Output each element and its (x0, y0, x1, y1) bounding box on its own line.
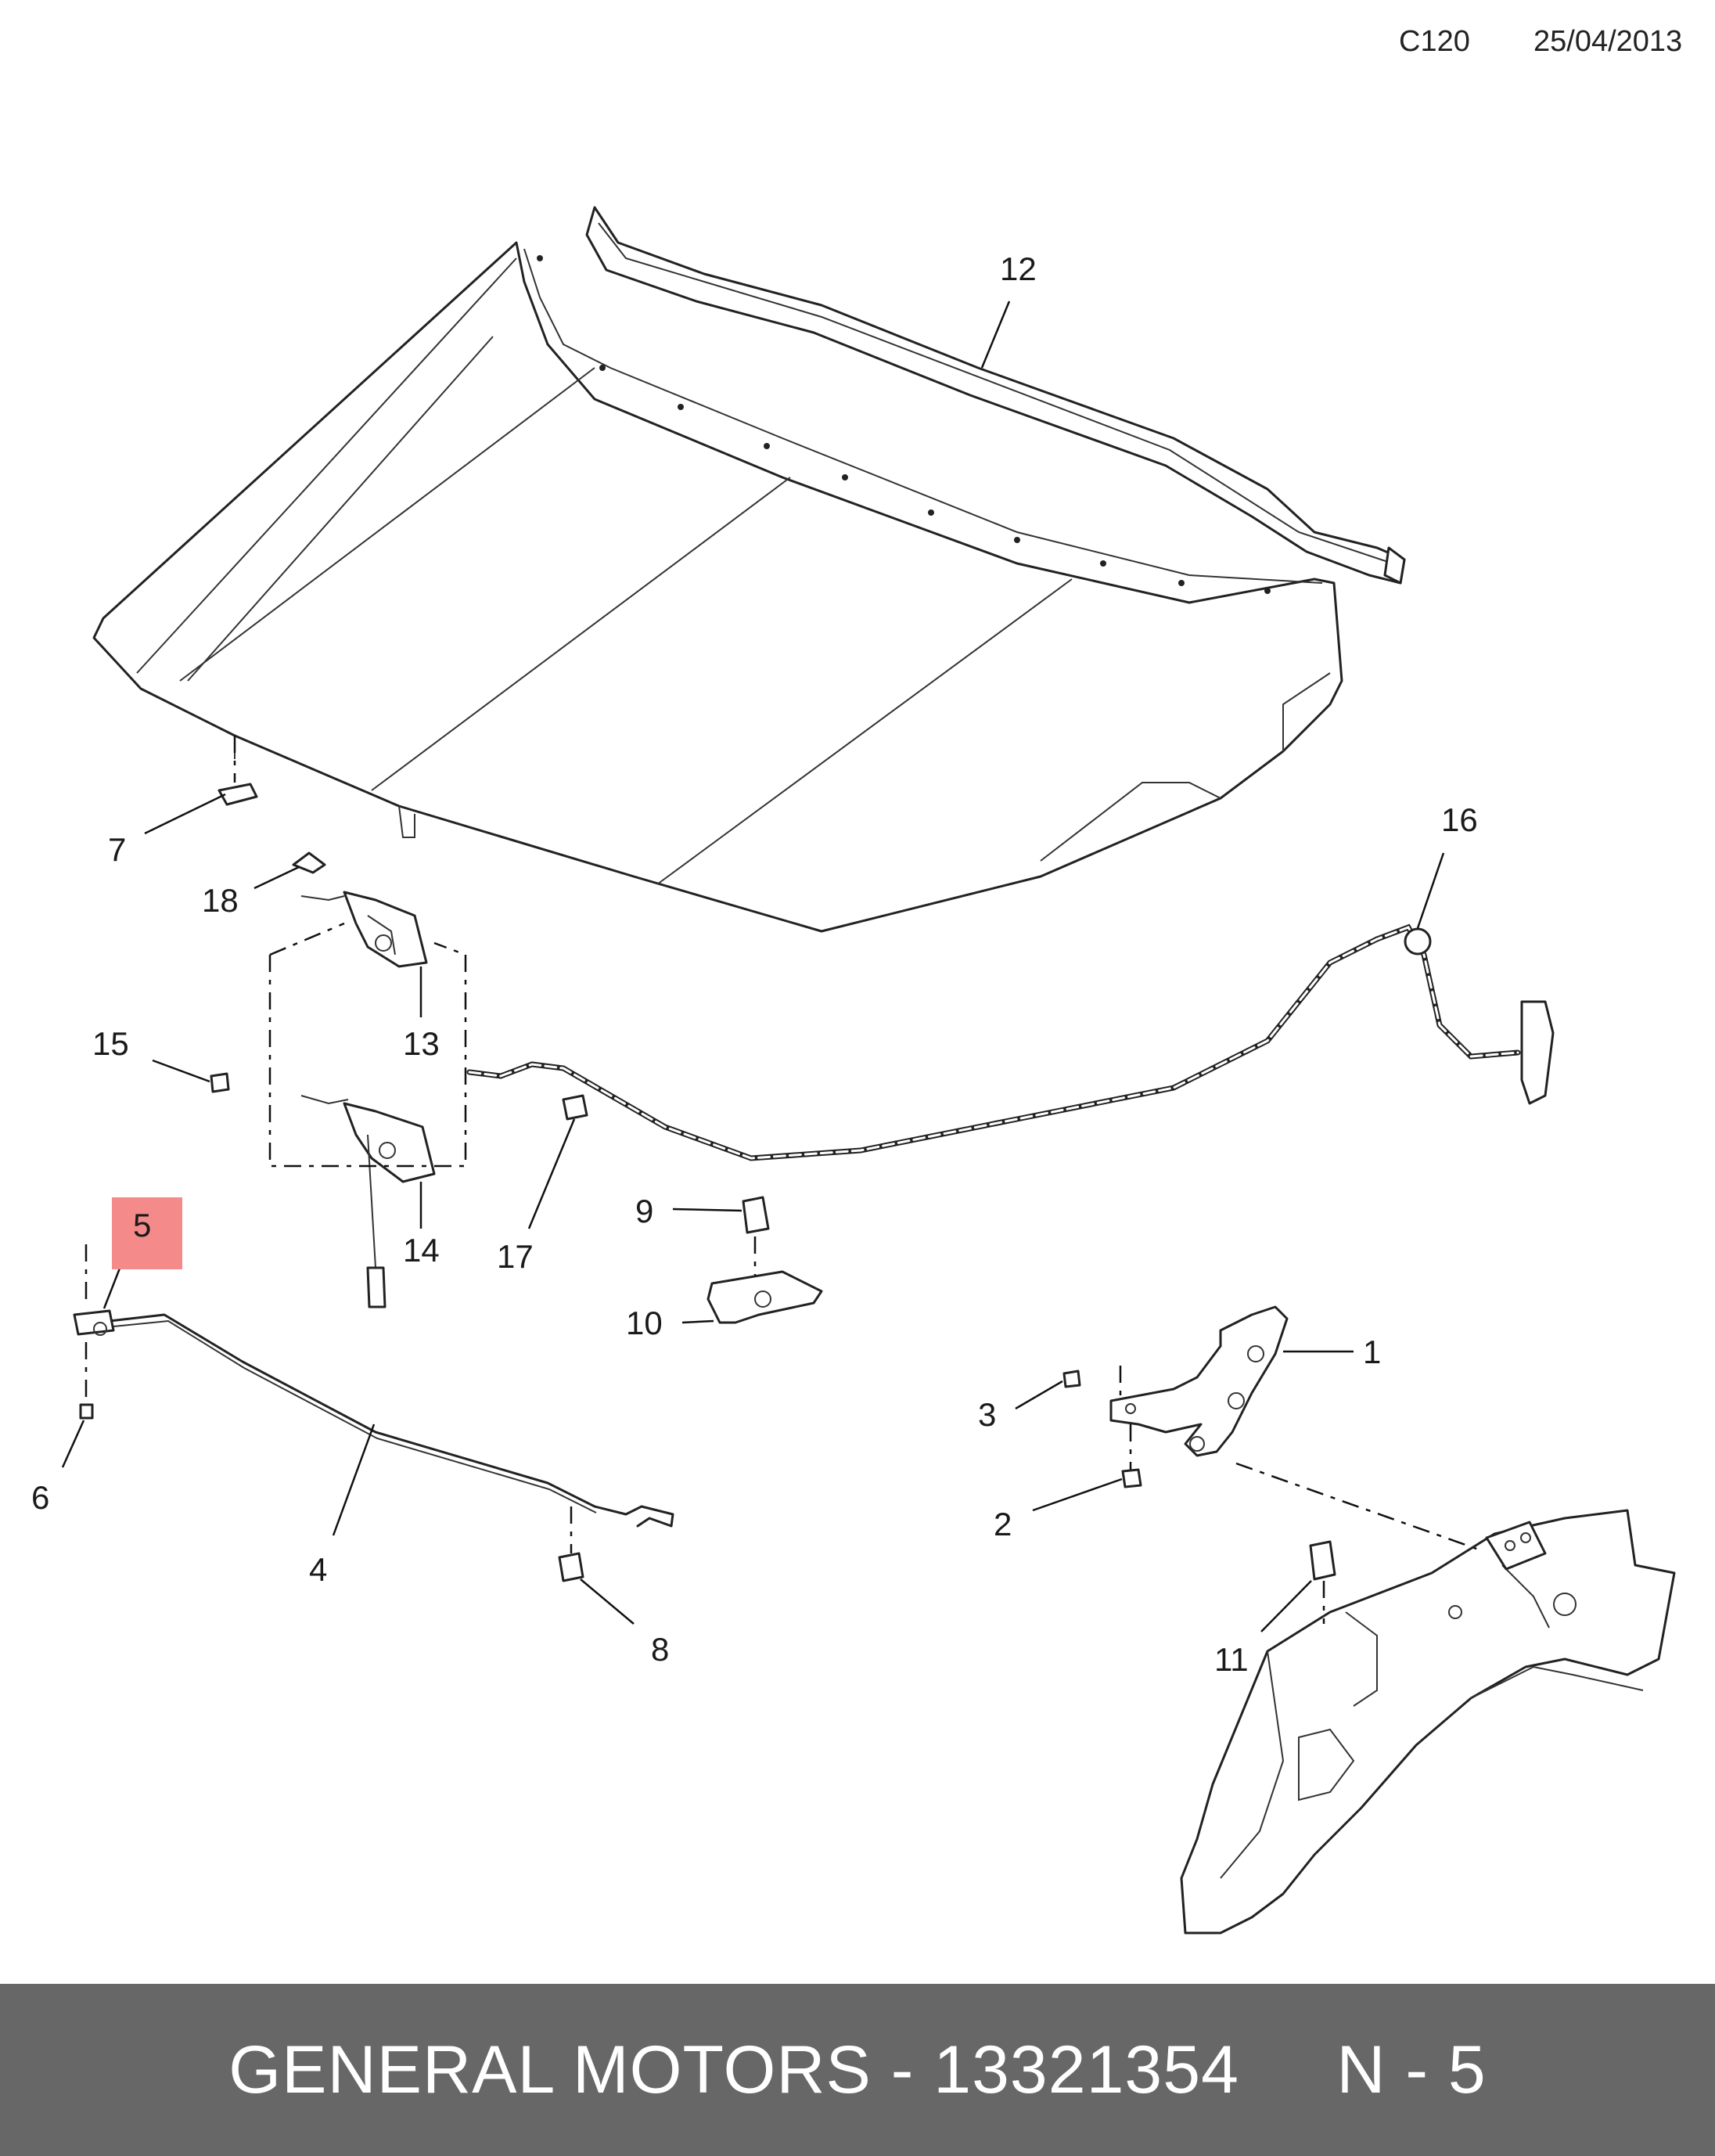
callout-9: 9 (635, 1193, 653, 1229)
callout-7: 7 (108, 831, 126, 868)
callout-15: 15 (92, 1025, 129, 1062)
callout-12: 12 (1000, 250, 1037, 287)
callout-18: 18 (202, 882, 239, 919)
bumper-part-11 (1309, 1540, 1336, 1581)
callout-14: 14 (403, 1232, 440, 1269)
callout-5: 5 (133, 1207, 151, 1244)
hood-seal-part-12 (585, 206, 1406, 585)
callout-17: 17 (497, 1238, 534, 1275)
part-number-caption: GENERAL MOTORS - 13321354 N - 5 (228, 2032, 1487, 2107)
callout-8: 8 (651, 1631, 669, 1668)
latch-bracket-part-18 (292, 851, 326, 874)
support-rod-part-4 (108, 1313, 674, 1528)
body-apron-structure (1180, 1509, 1676, 1935)
callout-1: 1 (1363, 1334, 1381, 1370)
hood-panel (92, 241, 1343, 933)
callout-4: 4 (309, 1551, 327, 1588)
callout-13: 13 (403, 1025, 440, 1062)
nut-part-2 (1121, 1468, 1142, 1488)
parts-diagram: 1 2 3 4 5 6 7 8 9 10 11 12 13 14 15 16 1… (31, 206, 1676, 1935)
leader-lines (61, 301, 1445, 1632)
highlight-box-part-5 (112, 1197, 182, 1269)
callout-2: 2 (994, 1506, 1012, 1542)
hood-latch-part-13 (300, 891, 428, 968)
screw-part-6 (79, 1403, 94, 1420)
callout-10: 10 (626, 1305, 663, 1341)
callout-6: 6 (31, 1479, 49, 1516)
cable-clip-part-17 (562, 1094, 588, 1121)
diagram-date: 25/04/2013 (1533, 25, 1683, 58)
diagram-code: C120 (1399, 25, 1470, 58)
hood-latch-part-14 (300, 1095, 436, 1308)
callout-16: 16 (1441, 801, 1478, 838)
hood-bumper-part-7 (218, 783, 258, 806)
bumper-part-9 (742, 1196, 770, 1234)
rod-clip-part-8 (558, 1552, 584, 1582)
footer-bar: GENERAL MOTORS - 13321354 N - 5 (0, 1984, 1715, 2156)
rod-retainer-part-5 (73, 1309, 115, 1336)
callout-labels: 1 2 3 4 5 6 7 8 9 10 11 12 13 14 15 16 1… (31, 250, 1478, 1678)
hood-hinge-part-1 (1109, 1305, 1289, 1457)
bolt-part-3 (1062, 1370, 1081, 1388)
callout-3: 3 (978, 1396, 996, 1433)
bolt-part-15 (210, 1072, 230, 1093)
release-cable-part-16 (466, 923, 1555, 1161)
callout-11: 11 (1214, 1641, 1249, 1678)
release-handle (1520, 1000, 1555, 1105)
striker-plate-part-10 (706, 1270, 823, 1324)
